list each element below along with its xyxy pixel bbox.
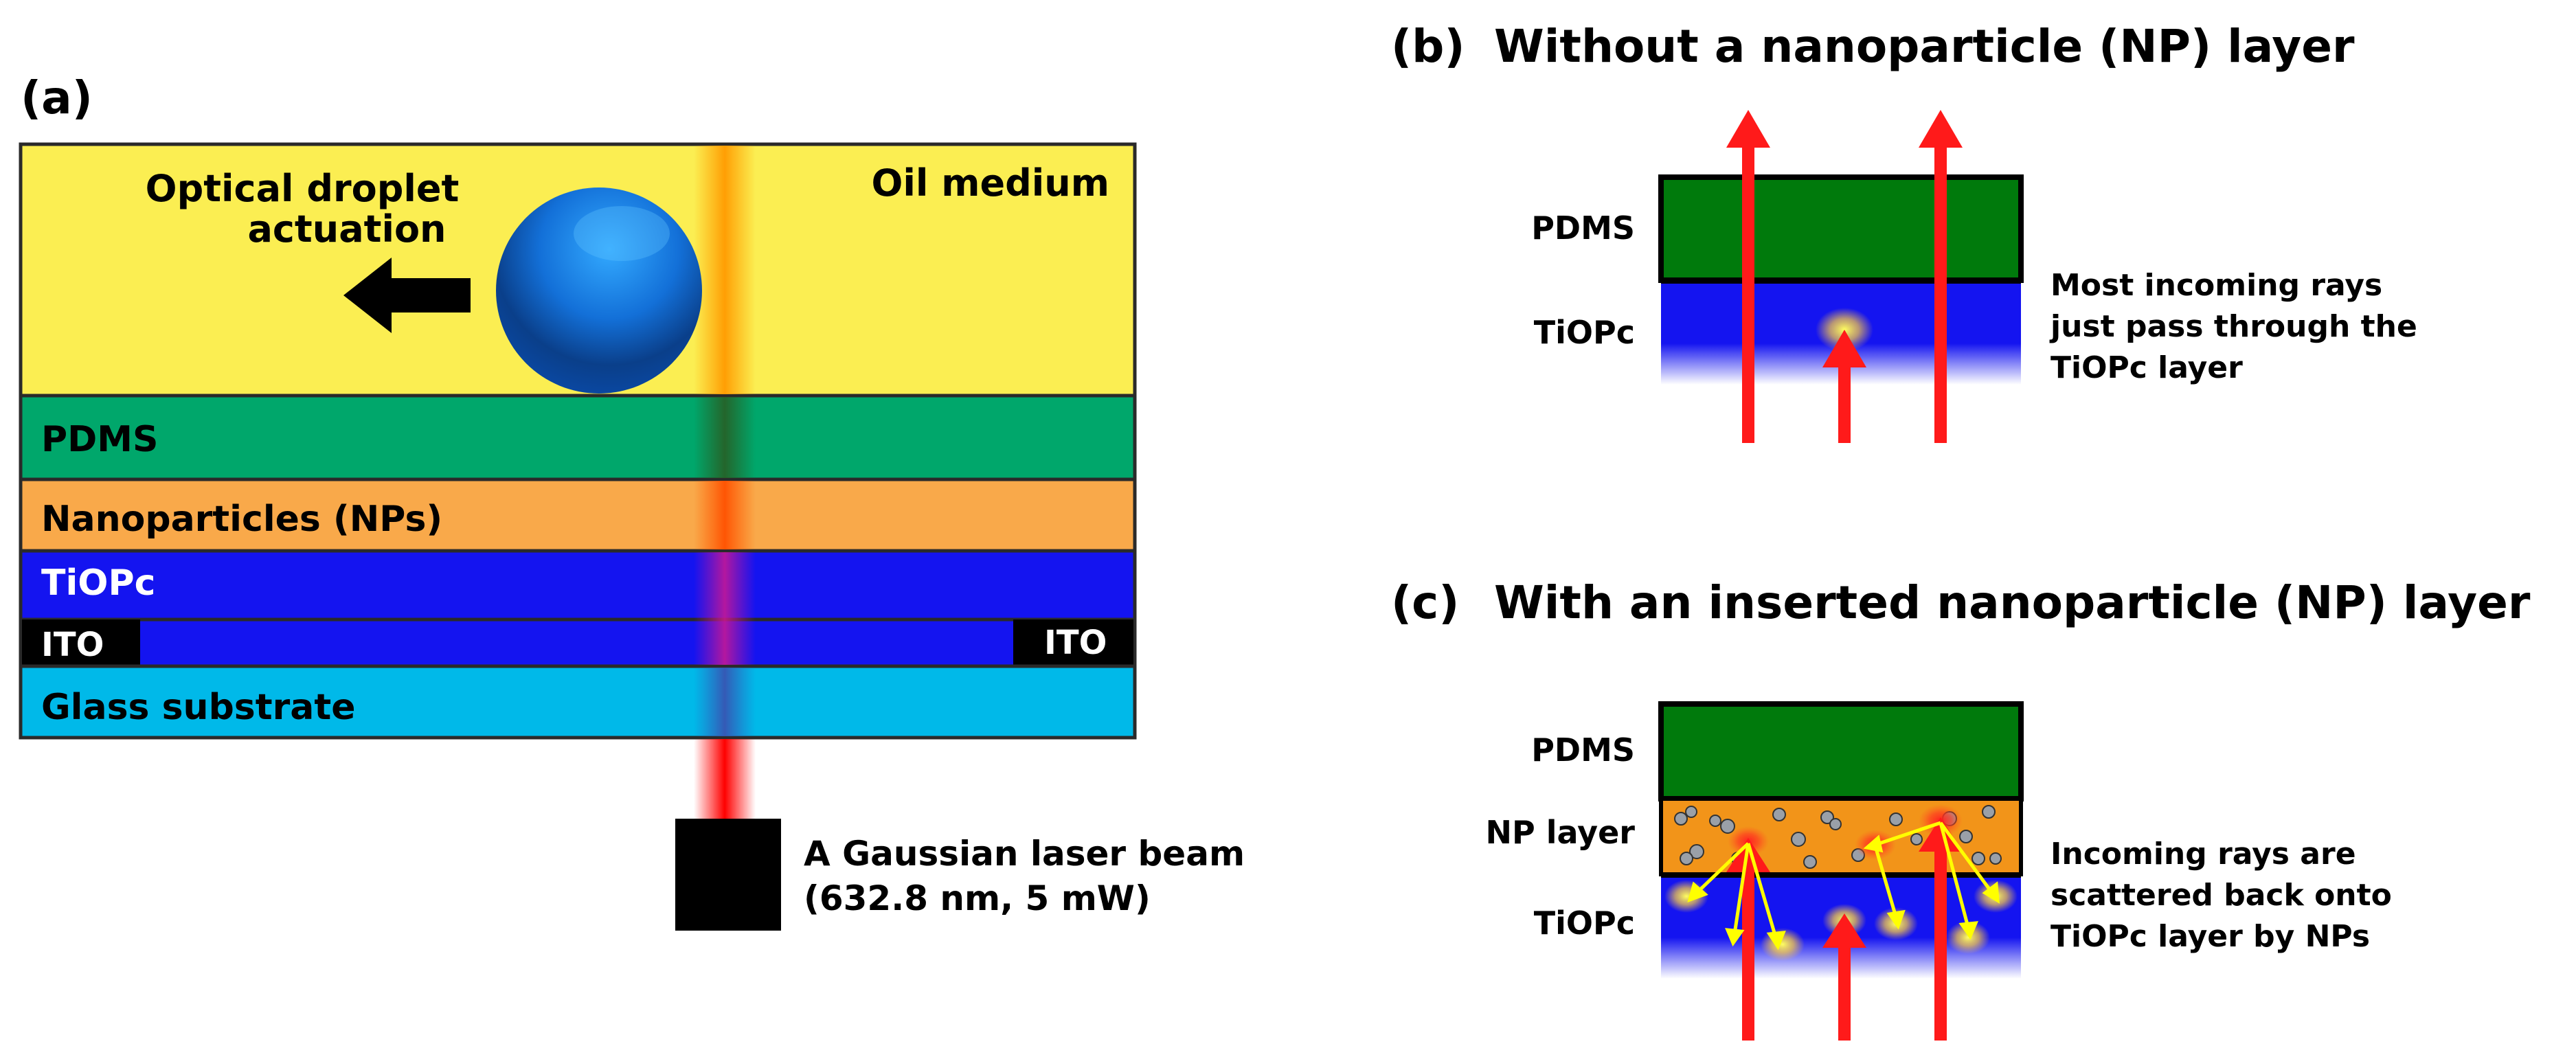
droplet xyxy=(496,187,702,394)
pdms-label-b: PDMS xyxy=(1531,209,1635,247)
glass-substrate-layer xyxy=(19,664,1137,740)
note-b-line2: just pass through the xyxy=(2049,309,2417,344)
actuation-arrow-icon xyxy=(343,258,471,333)
ito-left-block xyxy=(22,620,140,666)
panel-c: (c) With an inserted nanoparticle (NP) l… xyxy=(1391,576,2531,1041)
absorb-glow-5 xyxy=(1946,921,1990,954)
actuation-label-line2: actuation xyxy=(247,207,446,251)
pdms-layer-a xyxy=(19,394,1137,481)
tiopc-label-a: TiOPc xyxy=(41,562,155,604)
note-b-line1: Most incoming rays xyxy=(2050,268,2382,303)
note-c-line1: Incoming rays are xyxy=(2050,837,2356,872)
tiopc-label-c: TiOPc xyxy=(1534,905,1635,942)
ito-left-label: ITO xyxy=(41,626,104,664)
panel-b-label: (b) xyxy=(1391,20,1465,73)
ray-c-middle xyxy=(1822,913,1866,1041)
pdms-layer-b xyxy=(1658,174,2024,283)
laser-beam-out xyxy=(694,739,756,820)
nanoparticle-dots xyxy=(1674,805,2002,869)
panel-c-label: (c) xyxy=(1391,576,1459,629)
laser-beam-glass xyxy=(694,668,756,736)
note-c-line2: scattered back onto xyxy=(2050,878,2392,913)
laser-beam-oil xyxy=(694,146,756,394)
note-b-line3: TiOPc layer xyxy=(2050,350,2243,385)
np-layer-label-c: NP layer xyxy=(1486,814,1636,851)
tiopc-layer-a xyxy=(19,549,1137,622)
panel-a: (a) Optical droplet actuation Oil medium… xyxy=(19,71,1245,931)
glass-substrate-label: Glass substrate xyxy=(41,687,355,728)
ito-right-label: ITO xyxy=(1044,624,1107,662)
droplet-highlight xyxy=(574,206,670,261)
laser-beam-np xyxy=(694,481,756,549)
ito-right-block xyxy=(1013,620,1133,666)
pdms-label-c: PDMS xyxy=(1531,731,1635,769)
laser-beam-tiopc xyxy=(694,552,756,665)
ray-c-right xyxy=(1919,817,1963,1041)
scattered-rays xyxy=(1687,821,2000,951)
panel-b: (b) Without a nanoparticle (NP) layer PD… xyxy=(1391,20,2417,443)
laser-source xyxy=(675,819,781,931)
panel-b-title: Without a nanoparticle (NP) layer xyxy=(1494,20,2355,73)
ray-b-middle xyxy=(1822,330,1866,443)
laser-label-line2: (632.8 nm, 5 mW) xyxy=(804,878,1151,918)
laser-label-line1: A Gaussian laser beam xyxy=(804,834,1245,874)
note-c-line3: TiOPc layer by NPs xyxy=(2050,919,2370,954)
nanoparticles-layer xyxy=(19,477,1137,553)
ray-b-right xyxy=(1919,110,1963,443)
tiopc-label-b: TiOPc xyxy=(1534,314,1635,351)
pdms-layer-c xyxy=(1658,701,2024,802)
nanoparticles-label: Nanoparticles (NPs) xyxy=(41,499,442,540)
ito-layer xyxy=(19,617,1137,668)
panel-a-label: (a) xyxy=(21,71,93,124)
pdms-label-a: PDMS xyxy=(41,419,158,460)
laser-beam-pdms xyxy=(694,397,756,478)
panel-c-title: With an inserted nanoparticle (NP) layer xyxy=(1494,576,2531,629)
ray-c-left xyxy=(1726,838,1770,1041)
actuation-label-line1: Optical droplet xyxy=(146,167,460,210)
oil-medium-label: Oil medium xyxy=(872,161,1110,205)
ray-b-left xyxy=(1726,110,1770,443)
